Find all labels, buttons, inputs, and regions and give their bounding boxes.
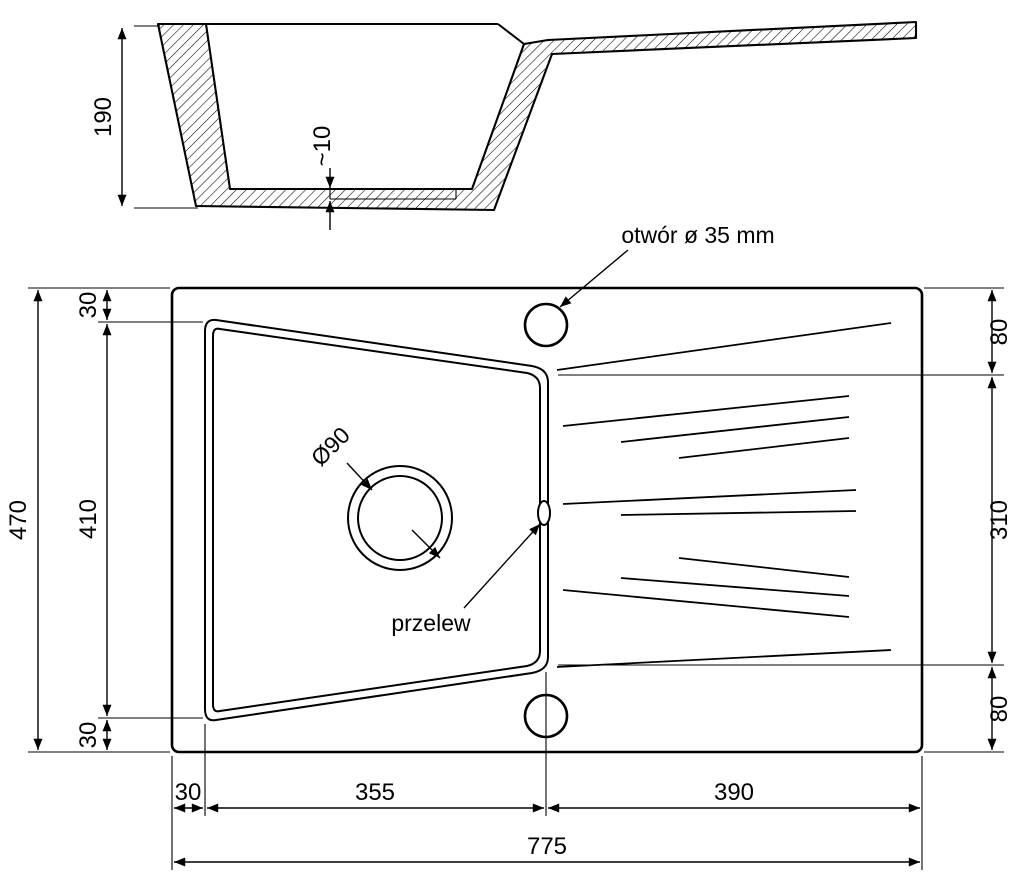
hole-note-leader xyxy=(559,249,629,308)
dim-left-bottom-label: 30 xyxy=(75,722,102,749)
sink-outer-rect xyxy=(170,286,924,754)
overflow-note: przelew xyxy=(391,523,541,636)
tap-hole-top xyxy=(523,302,569,348)
dim-left-middle-label: 410 xyxy=(75,499,102,539)
bowl-rim-outer xyxy=(204,318,549,722)
dim-left-total-label: 470 xyxy=(5,500,32,540)
drain-diameter-note: Ø90 xyxy=(306,422,441,559)
dim-right-bottom-label: 80 xyxy=(986,696,1013,723)
extension-lines xyxy=(28,287,1004,870)
drain-diameter-leader-bottom xyxy=(411,529,441,559)
hole-note-label: otwór ø 35 mm xyxy=(621,222,774,248)
dim-recess-depth: ~10 xyxy=(309,126,336,230)
plan-view: otwór ø 35 mm przelew Ø90 xyxy=(170,222,924,754)
overflow-label: przelew xyxy=(391,610,471,636)
overflow-slot xyxy=(537,500,551,526)
drain-circle-outer xyxy=(347,465,453,571)
dim-right-top-label: 80 xyxy=(986,319,1013,346)
bowl-rim-inner xyxy=(212,327,541,713)
overflow-leader xyxy=(463,523,541,609)
dim-bottom-left-label: 30 xyxy=(175,779,202,806)
plan-dimensions: 470 30 410 30 80 310 80 30 355 390 xyxy=(5,287,1013,870)
dim-section-height: 190 xyxy=(90,25,198,209)
dim-bottom-segments: 30 355 390 xyxy=(174,779,920,813)
dim-left-top-label: 30 xyxy=(75,292,102,319)
dim-left-total: 470 xyxy=(5,290,43,750)
rim-step-edge xyxy=(497,23,525,45)
sink-body-section xyxy=(156,20,918,212)
hole-note: otwór ø 35 mm xyxy=(559,222,775,308)
drain-diameter-leader-top xyxy=(346,462,373,491)
dim-section-height-label: 190 xyxy=(90,97,117,137)
dim-bottom-mid-label: 355 xyxy=(355,779,395,806)
dim-recess-depth-label: ~10 xyxy=(309,126,336,167)
dim-right-middle-label: 310 xyxy=(986,500,1013,540)
dim-left-segments: 30 410 30 xyxy=(75,290,112,750)
drain-recess-lines xyxy=(329,189,457,200)
dim-bottom-total-label: 775 xyxy=(527,833,567,860)
dim-right-segments: 80 310 80 xyxy=(986,290,1013,750)
drain-circle-inner xyxy=(357,475,443,561)
cross-section-view: 190 ~10 xyxy=(90,20,918,230)
dim-bottom-total: 775 xyxy=(174,833,920,867)
drainer-grooves xyxy=(556,322,892,668)
dim-bottom-right-label: 390 xyxy=(714,779,754,806)
